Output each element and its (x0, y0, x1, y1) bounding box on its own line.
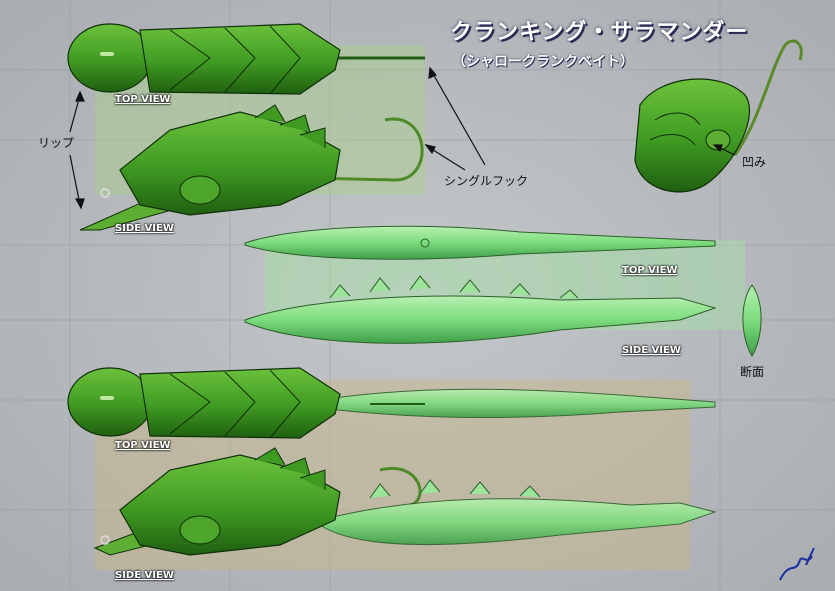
annotation-arrows (69, 66, 736, 210)
lip-label: リップ (38, 136, 75, 150)
cross-section-label: 断面 (740, 365, 765, 379)
top-view-assembled (67, 367, 716, 439)
page-title: クランキング・サラマンダー (450, 20, 749, 45)
side-view-assembled (93, 447, 717, 556)
cross-section-shape (742, 284, 762, 357)
single-hook-label: シングルフック (444, 174, 529, 188)
top-view-tail (244, 225, 716, 260)
view-label-top-3: TOP VIEW (115, 440, 171, 451)
three-quarter-view (634, 39, 803, 193)
side-view-tail (244, 275, 717, 344)
view-label-top-2: TOP VIEW (622, 265, 678, 276)
view-label-side-3: SIDE VIEW (115, 570, 174, 581)
top-view-head-1 (67, 23, 425, 95)
view-label-side-2: SIDE VIEW (622, 345, 681, 356)
side-view-head-1 (79, 104, 424, 231)
view-label-top-1: TOP VIEW (115, 94, 171, 105)
dent-label: 凹み (742, 155, 767, 169)
view-label-side-1: SIDE VIEW (115, 223, 174, 234)
page-subtitle: （シャロークランクベイト） (452, 54, 634, 70)
signature-mark (779, 547, 815, 581)
